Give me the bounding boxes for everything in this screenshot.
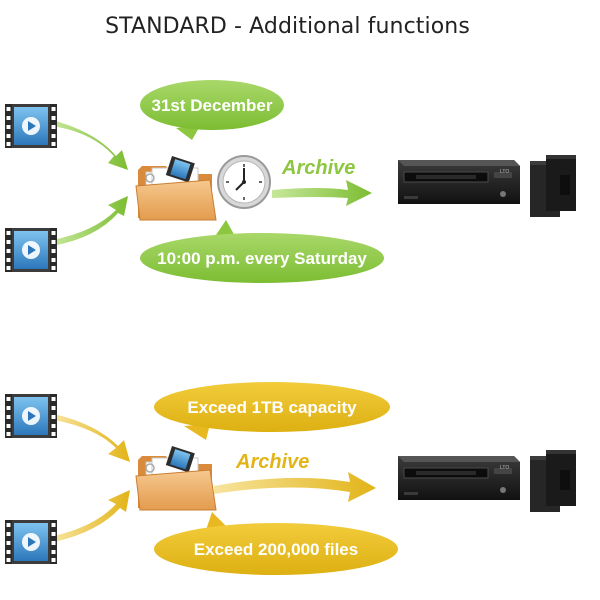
file-count-bubble: Exceed 200,000 files [154,512,398,575]
yellow-archive-arrow [214,472,376,502]
schedule-section: 31st December 10:00 p.m. every Saturday … [5,80,576,283]
yellow-input-arrow-top [54,414,130,462]
video-file-icon [5,394,57,438]
schedule-archive-label: Archive [281,157,355,179]
folder-icon [135,445,217,511]
capacity-label: Exceed 1TB capacity [187,398,357,417]
folder-icon [135,155,217,221]
tape-drive-badge: LTO [500,169,509,175]
schedule-date-label: 31st December [152,96,273,115]
green-archive-arrow [272,180,372,206]
tape-cartridge-icon [530,155,576,217]
video-file-icon [5,228,57,272]
green-input-arrow-top [52,120,128,170]
threshold-archive-label: Archive [235,451,309,473]
file-count-label: Exceed 200,000 files [194,540,358,559]
tape-drive-badge: LTO [500,465,509,471]
clock-icon [217,155,271,209]
tape-drive-icon [397,159,521,205]
page-title: STANDARD - Additional functions [105,14,470,39]
threshold-section: Exceed 1TB capacity Exceed 200,000 files… [5,382,576,575]
schedule-date-bubble: 31st December [140,80,284,140]
tape-drive-icon [397,455,521,501]
tape-cartridge-icon [530,450,576,512]
video-file-icon [5,520,57,564]
video-file-icon [5,104,57,148]
green-input-arrow-bottom [52,196,128,246]
yellow-input-arrow-bottom [54,490,130,542]
schedule-weekly-label: 10:00 p.m. every Saturday [157,249,367,268]
schedule-weekly-bubble: 10:00 p.m. every Saturday [140,220,384,283]
capacity-bubble: Exceed 1TB capacity [154,382,390,440]
